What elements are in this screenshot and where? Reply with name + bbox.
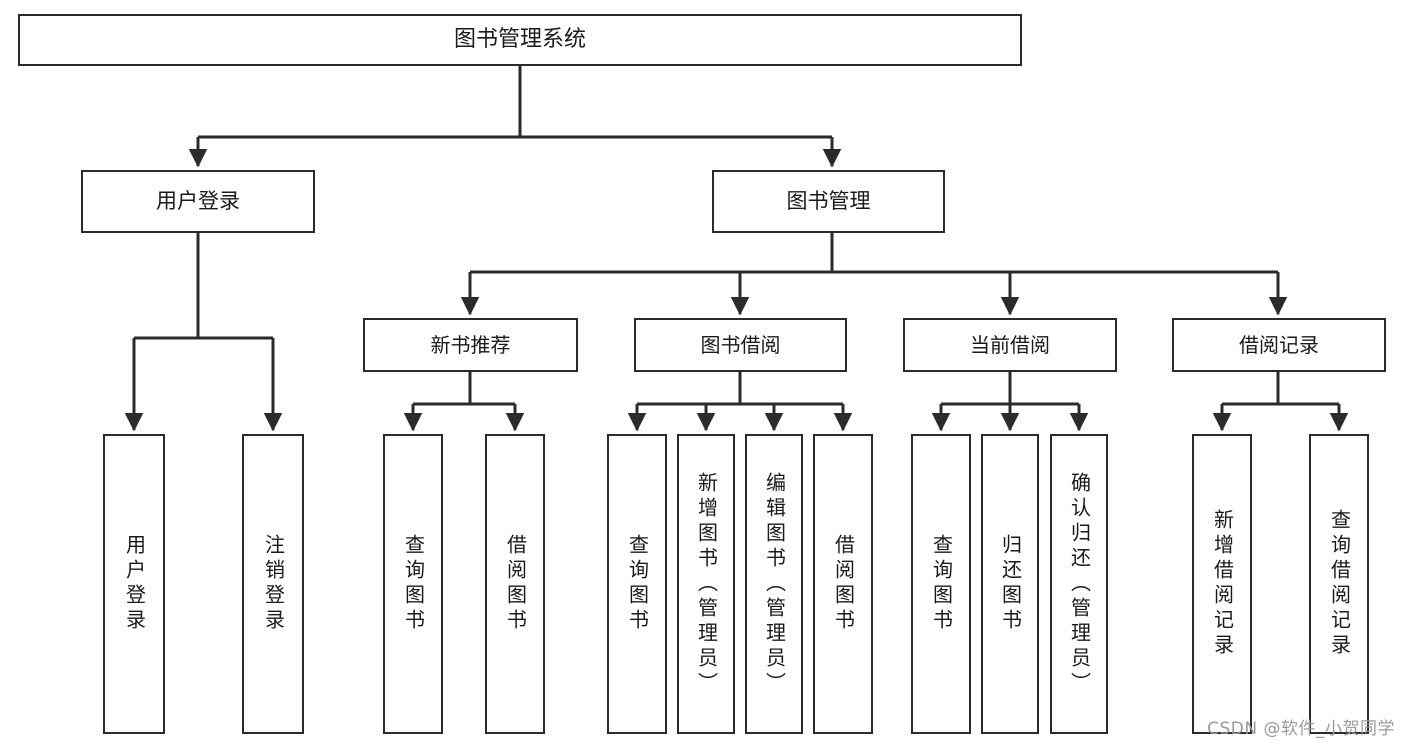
leaf-label: 新增图书（管理员） bbox=[694, 471, 719, 697]
watermark-text: CSDN @软件_小贺同学 bbox=[1207, 719, 1395, 739]
node-new-book-recommend[interactable]: 新书推荐 bbox=[363, 318, 578, 372]
leaf-label: 新增借阅记录 bbox=[1210, 509, 1235, 659]
leaf-label: 归还图书 bbox=[998, 534, 1023, 634]
node-book-management[interactable]: 图书管理 bbox=[712, 170, 945, 233]
node-leaf-query-book-2[interactable]: 查询图书 bbox=[607, 434, 667, 734]
leaf-label: 编辑图书（管理员） bbox=[762, 471, 787, 697]
node-user-login[interactable]: 用户登录 bbox=[81, 170, 315, 233]
node-leaf-query-book-3[interactable]: 查询图书 bbox=[911, 434, 971, 734]
node-leaf-query-record[interactable]: 查询借阅记录 bbox=[1309, 434, 1369, 734]
leaf-label: 用户登录 bbox=[122, 534, 147, 634]
leaf-label: 确认归还（管理员） bbox=[1067, 471, 1092, 697]
node-leaf-query-book-1[interactable]: 查询图书 bbox=[383, 434, 443, 734]
node-leaf-borrow-book-1[interactable]: 借阅图书 bbox=[485, 434, 545, 734]
leaf-label: 查询图书 bbox=[625, 534, 650, 634]
leaf-label: 注销登录 bbox=[261, 534, 286, 634]
node-root-system[interactable]: 图书管理系统 bbox=[18, 14, 1022, 66]
node-leaf-return-book[interactable]: 归还图书 bbox=[981, 434, 1039, 734]
node-leaf-add-record[interactable]: 新增借阅记录 bbox=[1192, 434, 1252, 734]
node-leaf-add-book[interactable]: 新增图书（管理员） bbox=[677, 434, 735, 734]
node-leaf-logout-login[interactable]: 注销登录 bbox=[242, 434, 304, 734]
leaf-label: 查询借阅记录 bbox=[1327, 509, 1352, 659]
node-leaf-borrow-book-2[interactable]: 借阅图书 bbox=[813, 434, 873, 734]
leaf-label: 查询图书 bbox=[401, 534, 426, 634]
node-leaf-confirm-return[interactable]: 确认归还（管理员） bbox=[1050, 434, 1108, 734]
node-current-borrow[interactable]: 当前借阅 bbox=[903, 318, 1117, 372]
leaf-label: 查询图书 bbox=[929, 534, 954, 634]
node-leaf-edit-book[interactable]: 编辑图书（管理员） bbox=[745, 434, 803, 734]
leaf-label: 借阅图书 bbox=[831, 534, 856, 634]
node-book-borrow[interactable]: 图书借阅 bbox=[634, 318, 847, 372]
node-leaf-user-login[interactable]: 用户登录 bbox=[103, 434, 165, 734]
node-borrow-record[interactable]: 借阅记录 bbox=[1172, 318, 1386, 372]
leaf-label: 借阅图书 bbox=[503, 534, 528, 634]
